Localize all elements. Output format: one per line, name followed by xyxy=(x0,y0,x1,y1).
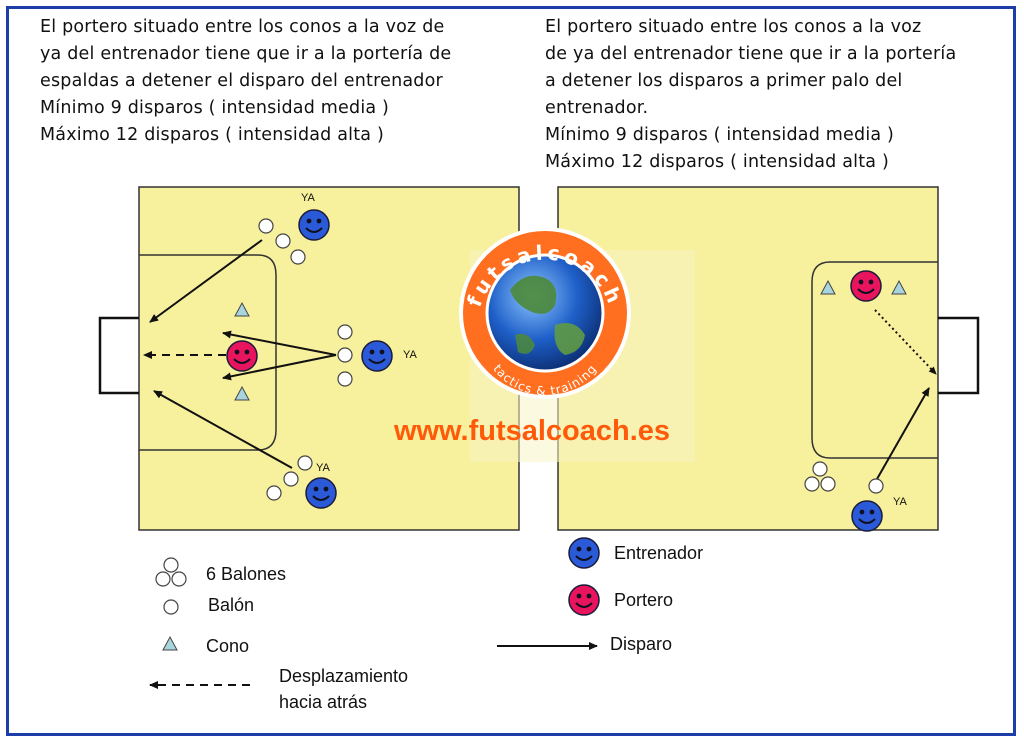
legend-backward-line1: Desplazamiento xyxy=(279,666,408,686)
coach-icon xyxy=(851,500,883,532)
legend-shot: Disparo xyxy=(610,634,672,654)
right-desc-line: de ya del entrenador tiene que ir a la p… xyxy=(545,44,957,64)
ya-label: YA xyxy=(316,462,331,474)
coach-icon xyxy=(361,340,393,372)
ball xyxy=(283,471,299,487)
cone xyxy=(234,301,250,317)
globe-landmass xyxy=(554,322,585,355)
right-desc-line: entrenador. xyxy=(545,98,649,118)
ball xyxy=(804,476,820,492)
ball xyxy=(297,455,313,471)
legend-six-balls: 6 Balones xyxy=(206,564,286,584)
ball-group-middle xyxy=(337,324,353,387)
left-drill-description: El portero situado entre los conos a la … xyxy=(40,14,451,149)
cone xyxy=(234,385,250,401)
ball-group-bottom xyxy=(266,455,313,501)
left-pitch xyxy=(138,186,520,531)
ya-label: YA xyxy=(403,349,418,361)
shot-arrow xyxy=(153,390,293,469)
six-balls-legend-icon xyxy=(155,557,187,587)
shot-arrow xyxy=(149,239,263,323)
ball xyxy=(868,478,884,494)
legend-cone: Cono xyxy=(206,636,249,656)
coach-icon xyxy=(305,477,337,509)
legend-backward-line2: hacia atrás xyxy=(279,692,367,712)
goalkeeper-icon xyxy=(850,270,882,302)
ball xyxy=(266,485,282,501)
right-drill-description: El portero situado entre los conos a la … xyxy=(545,14,956,176)
right-desc-line: Mínimo 9 disparos ( intensidad media ) xyxy=(545,125,895,145)
ball xyxy=(337,347,353,363)
legend-coach: Entrenador xyxy=(614,543,703,563)
ball xyxy=(258,218,274,234)
cone xyxy=(820,279,836,295)
left-desc-line: ya del entrenador tiene que ir a la port… xyxy=(40,44,452,64)
shot-arrow xyxy=(876,387,930,480)
diagram-frame xyxy=(6,6,1016,736)
left-desc-line: Máximo 12 disparos ( intensidad alta ) xyxy=(40,125,385,145)
ball xyxy=(337,324,353,340)
left-desc-line: espaldas a detener el disparo del entren… xyxy=(40,71,443,91)
ball xyxy=(290,249,306,265)
right-goal xyxy=(938,316,980,395)
ball-legend-icon xyxy=(163,599,179,615)
shot-arrow xyxy=(222,330,337,356)
website-url: www.futsalcoach.es xyxy=(393,415,670,447)
legend: 6 Balones Balón Cono Desplazamiento haci… xyxy=(149,537,703,712)
ball xyxy=(275,233,291,249)
globe-landmass xyxy=(515,333,535,354)
cone xyxy=(891,279,907,295)
ya-label: YA xyxy=(301,192,316,204)
cone-legend-icon xyxy=(162,635,178,651)
globe-landmass xyxy=(510,275,557,314)
right-desc-line: a detener los disparos a primer palo del xyxy=(545,71,903,91)
legend-goalkeeper: Portero xyxy=(614,590,673,610)
left-desc-line: Mínimo 9 disparos ( intensidad media ) xyxy=(40,98,390,118)
ball xyxy=(820,476,836,492)
right-penalty-area xyxy=(811,261,938,459)
ya-label: YA xyxy=(893,496,908,508)
goalkeeper-icon xyxy=(226,340,258,372)
right-desc-line: El portero situado entre los conos a la … xyxy=(545,17,922,37)
ball xyxy=(812,461,828,477)
right-desc-line: Máximo 12 disparos ( intensidad alta ) xyxy=(545,152,890,172)
left-field: YA YA YA xyxy=(98,186,520,531)
left-desc-line: El portero situado entre los conos a la … xyxy=(40,17,445,37)
ball-group-top xyxy=(258,218,306,265)
left-goal xyxy=(98,316,139,395)
six-balls-group xyxy=(804,461,836,492)
goalkeeper-legend-icon xyxy=(568,584,600,616)
coach-icon xyxy=(298,209,330,241)
legend-ball: Balón xyxy=(208,595,254,615)
futsalcoach-logo: futsalcoach tactics & training xyxy=(459,227,695,462)
shot-arrow xyxy=(222,354,337,381)
ball xyxy=(337,371,353,387)
left-penalty-area xyxy=(139,254,277,451)
coach-legend-icon xyxy=(568,537,600,569)
